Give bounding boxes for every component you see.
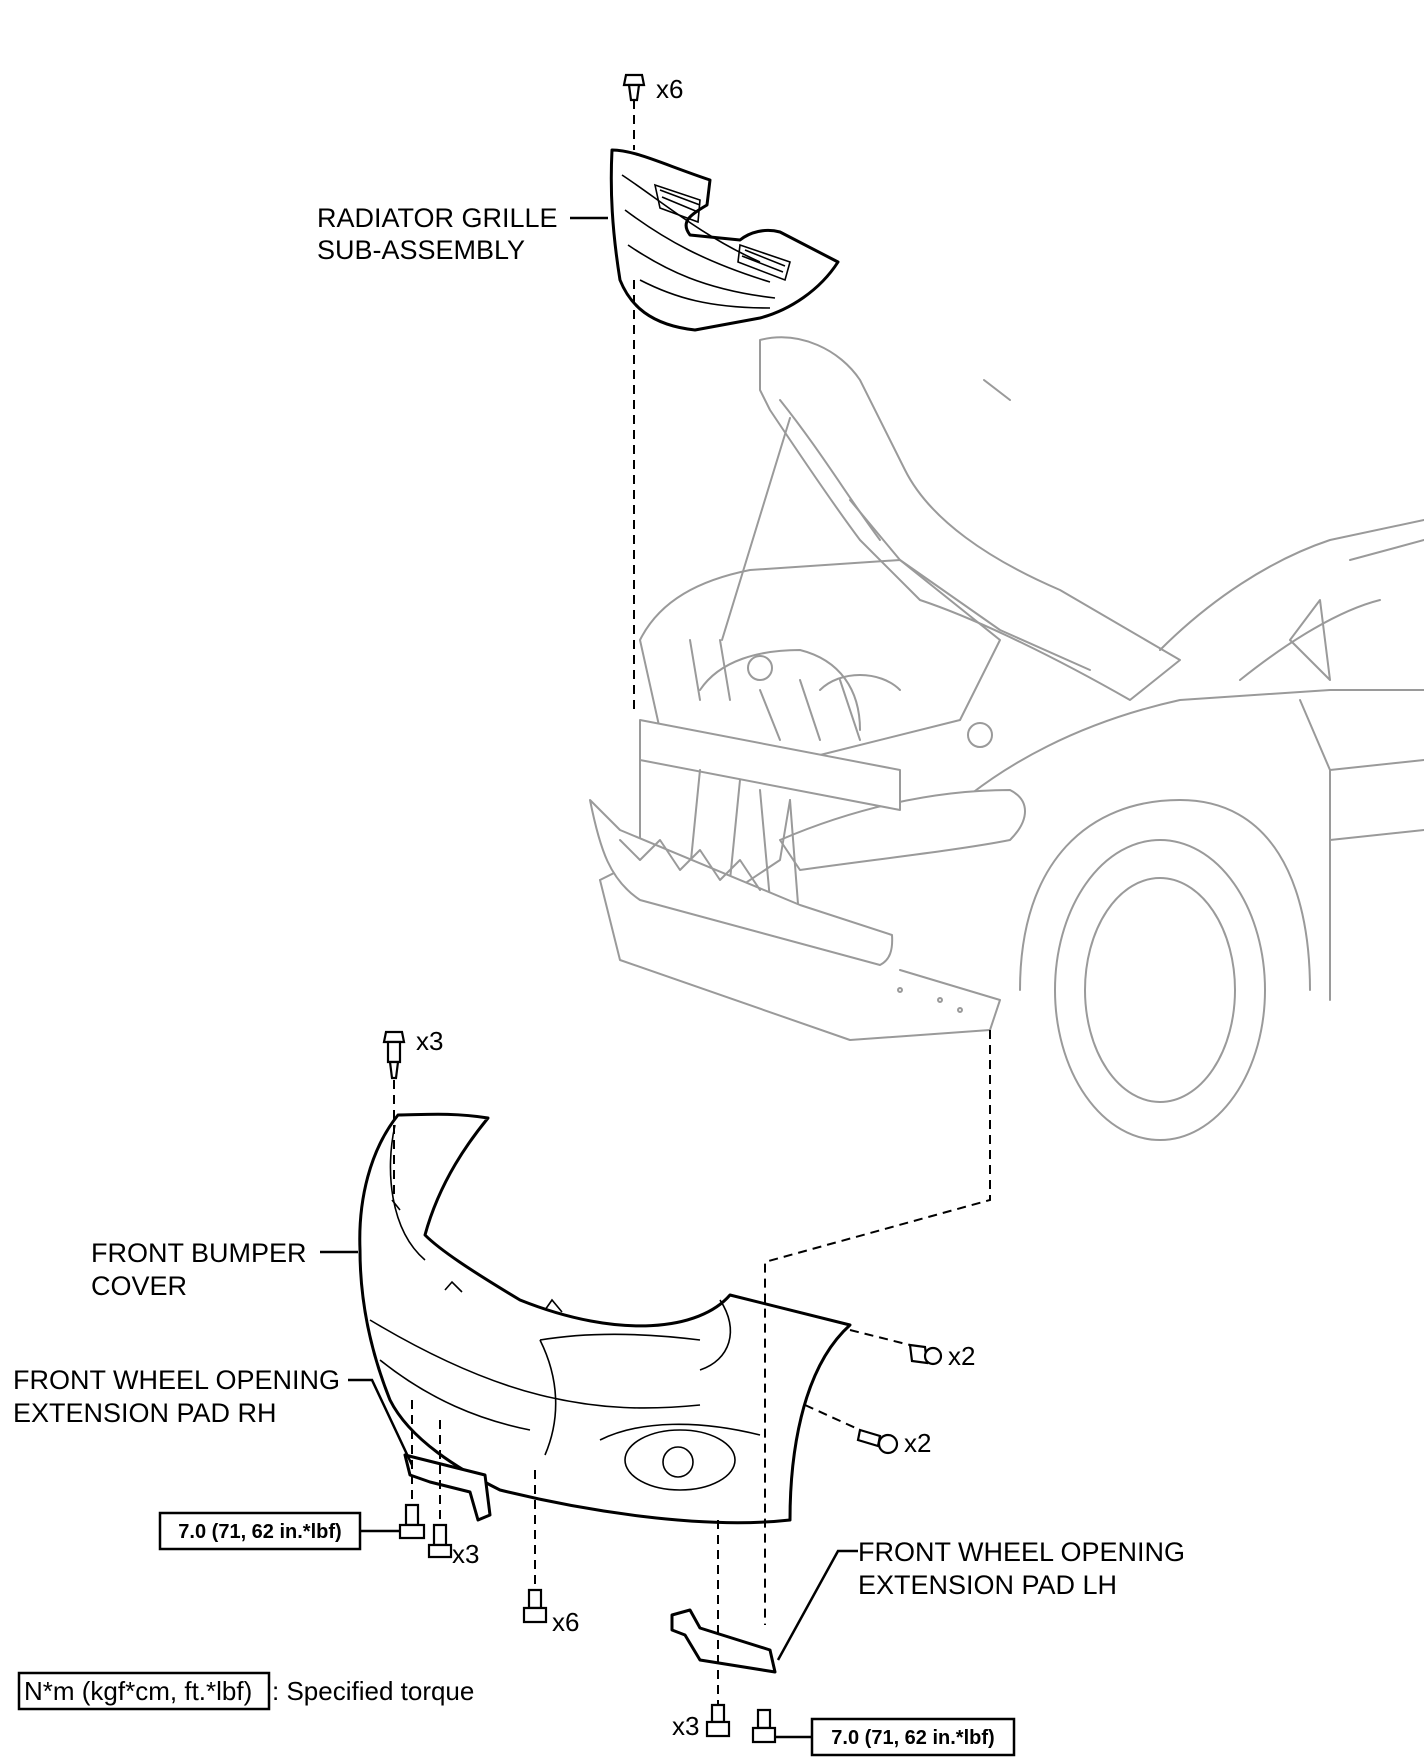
- windshield: [1159, 519, 1424, 651]
- side-screws-upper-count: x2: [948, 1341, 975, 1371]
- radiator-grille-part: [609, 148, 840, 332]
- rh-torque-box: [158, 1511, 362, 1551]
- legend-torque-box: [17, 1671, 271, 1711]
- radiator-support: [639, 719, 901, 811]
- vehicle-front-illustration: [589, 336, 1424, 1141]
- lower-shield: [599, 879, 1001, 1041]
- fog-lamp-opening: [624, 1429, 736, 1491]
- hood: [759, 336, 1181, 701]
- front-bumper-label-line2: COVER: [91, 1271, 187, 1301]
- radiator-grille-label-line2: SUB-ASSEMBLY: [317, 235, 525, 265]
- engine-bay: [639, 559, 1001, 761]
- headlight: [779, 789, 1026, 871]
- lh-screw-icon: [705, 1703, 731, 1738]
- pad-rh-label-line1: FRONT WHEEL OPENING: [13, 1365, 340, 1395]
- rh-torque-bolt-icon: [398, 1503, 426, 1540]
- lh-torque-value: 7.0 (71, 62 in.*lbf): [831, 1727, 994, 1749]
- rh-screws-count: x3: [452, 1539, 479, 1569]
- side-screw-lower-icon: [856, 1428, 899, 1455]
- pad-rh-label-line2: EXTENSION PAD RH: [13, 1398, 277, 1428]
- side-screws-lower-count: x2: [904, 1428, 931, 1458]
- pad-lh-label-line1: FRONT WHEEL OPENING: [858, 1537, 1185, 1567]
- rh-torque-value: 7.0 (71, 62 in.*lbf): [178, 1521, 341, 1543]
- grille-clip-icon: [622, 73, 646, 102]
- grille-clips-count: x6: [656, 74, 683, 104]
- bottom-screw-icon: [522, 1588, 548, 1624]
- bumper-reinforcement: [589, 799, 894, 966]
- top-clips-count: x3: [416, 1026, 443, 1056]
- hood-support-rod: [721, 417, 791, 641]
- extension-pad-lh: [670, 1608, 777, 1674]
- leader-lines: [320, 216, 858, 1739]
- assembly-guide-lines: [393, 100, 991, 1705]
- extension-pad-rh: [403, 1453, 492, 1522]
- top-clip-icon: [382, 1030, 406, 1080]
- pad-lh-label-line2: EXTENSION PAD LH: [858, 1570, 1117, 1600]
- front-bumper-cover-part: [358, 1112, 852, 1525]
- lh-torque-bolt-icon: [751, 1708, 777, 1744]
- bottom-screws-count: x6: [552, 1607, 579, 1637]
- legend-boxed-text: N*m (kgf*cm, ft.*lbf): [24, 1676, 252, 1706]
- lh-torque-box: [810, 1717, 1016, 1757]
- rh-screw-icon: [427, 1523, 453, 1559]
- front-wheel: [1054, 839, 1266, 1141]
- legend-description: : Specified torque: [272, 1676, 474, 1706]
- side-screw-upper-icon: [908, 1343, 943, 1366]
- radiator-grille-label-line1: RADIATOR GRILLE: [317, 203, 558, 233]
- lh-screws-count: x3: [672, 1711, 699, 1741]
- front-bumper-label-line1: FRONT BUMPER: [91, 1238, 307, 1268]
